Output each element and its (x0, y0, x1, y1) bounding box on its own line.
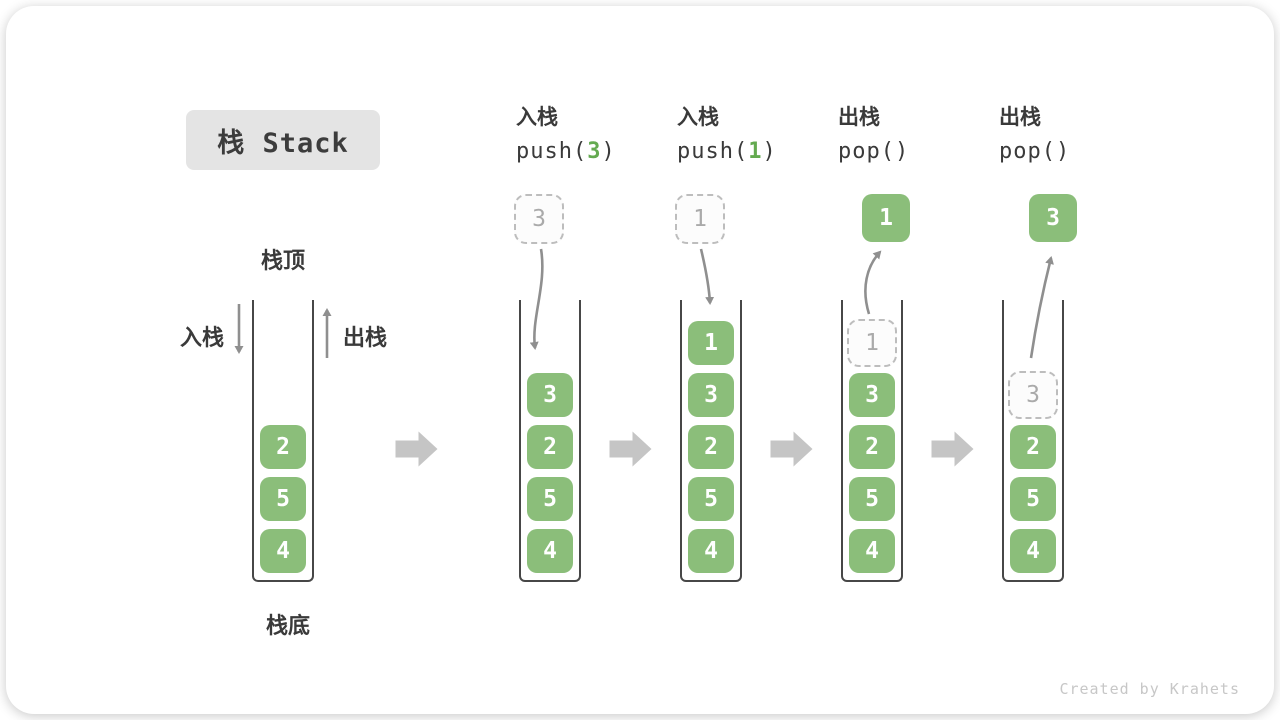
op-header-after-pop-3: 出栈 pop() (999, 104, 1149, 164)
op-code: pop() (838, 139, 988, 164)
push-1-curved-arrow (699, 248, 715, 305)
stack-cell: 5 (527, 477, 573, 521)
stack-cell: 2 (1010, 425, 1056, 469)
op-code-post: ) (762, 139, 777, 164)
label-pop-out: 出栈 (343, 326, 388, 351)
incoming-element: 1 (675, 194, 725, 244)
stack-cell: 1 (688, 321, 734, 365)
stack-cell: 4 (1010, 529, 1056, 573)
stack-cell: 2 (849, 425, 895, 469)
title-badge: 栈 Stack (186, 110, 380, 170)
stack-cell: 4 (688, 529, 734, 573)
label-stack-top: 栈顶 (260, 249, 305, 274)
op-header-after-pop-1: 出栈 pop() (838, 104, 988, 164)
op-code-pre: pop() (999, 139, 1071, 164)
stack-cell: 5 (688, 477, 734, 521)
stack-cell: 3 (688, 373, 734, 417)
op-code: push(3) (516, 139, 666, 164)
popped-element: 3 (1029, 194, 1077, 242)
op-header-after-push-1: 入栈 push(1) (677, 104, 827, 164)
op-code-pre: push( (677, 139, 749, 164)
next-step-arrow (931, 431, 974, 467)
op-code-arg: 3 (587, 139, 602, 164)
stack-cell-ghost: 3 (1008, 371, 1058, 419)
stack-cell: 3 (527, 373, 573, 417)
op-code-pre: pop() (838, 139, 910, 164)
op-header-after-push-3: 入栈 push(3) (516, 104, 666, 164)
op-code-arg: 1 (748, 139, 763, 164)
label-push-in: 入栈 (179, 326, 224, 351)
op-code: push(1) (677, 139, 827, 164)
title-text: 栈 Stack (217, 127, 349, 159)
popped-element: 1 (862, 194, 910, 242)
stack-cell: 5 (849, 477, 895, 521)
stack-cell: 4 (849, 529, 895, 573)
op-code: pop() (999, 139, 1149, 164)
op-code-pre: push( (516, 139, 588, 164)
stack-cell: 2 (260, 425, 306, 469)
next-step-arrow (770, 431, 813, 467)
stack-cell: 4 (527, 529, 573, 573)
stack-cell: 2 (527, 425, 573, 469)
op-label: 入栈 (677, 105, 719, 129)
stack-cell: 3 (849, 373, 895, 417)
stack-cell: 4 (260, 529, 306, 573)
next-step-arrow (609, 431, 652, 467)
incoming-element: 3 (514, 194, 564, 244)
op-label: 出栈 (999, 105, 1041, 129)
op-label: 入栈 (516, 105, 558, 129)
next-step-arrow (395, 431, 438, 467)
watermark: Created by Krahets (1059, 680, 1240, 698)
label-stack-bottom: 栈底 (265, 614, 310, 639)
stack-cell: 5 (1010, 477, 1056, 521)
op-code-post: ) (601, 139, 616, 164)
stack-cell-ghost: 1 (847, 319, 897, 367)
stack-cell: 5 (260, 477, 306, 521)
op-label: 出栈 (838, 105, 880, 129)
stack-cell: 2 (688, 425, 734, 469)
